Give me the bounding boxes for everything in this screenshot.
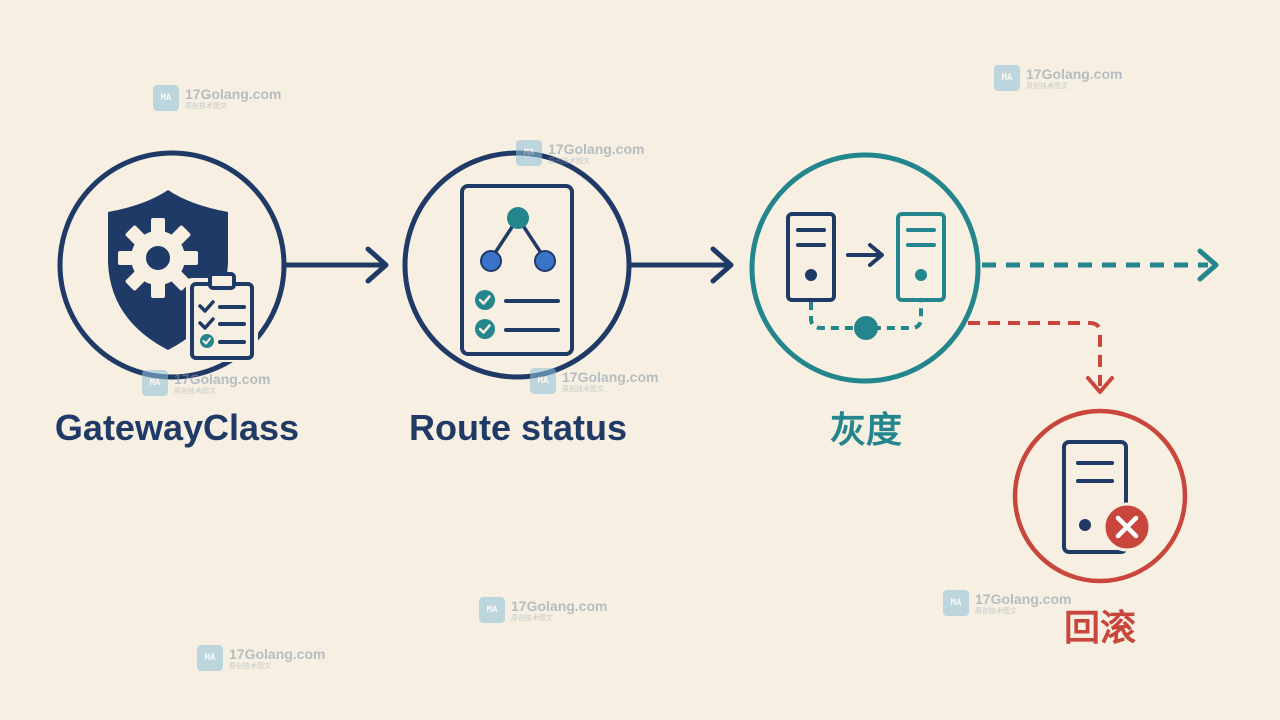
arrow-head-4 <box>1086 376 1114 394</box>
route-document-checklist-icon <box>460 184 574 356</box>
canary-label: 灰度 <box>829 409 903 450</box>
canary-node <box>749 152 981 384</box>
rollback-circle <box>1012 408 1188 584</box>
gatewayclass-node <box>57 150 287 380</box>
arrow-head-2 <box>710 246 734 284</box>
rollback-label: 回滚 <box>1063 607 1137 648</box>
server-error-icon <box>1062 440 1152 554</box>
canary-circle <box>749 152 981 384</box>
server-traffic-shift-icon <box>786 212 946 340</box>
arrow-head-1 <box>365 246 389 284</box>
shield-gear-clipboard-icon <box>108 190 258 362</box>
arrow-canary-to-rollback <box>968 321 1102 386</box>
arrow-head-3 <box>1197 248 1219 282</box>
gatewayclass-label: GatewayClass <box>54 407 300 448</box>
rollback-node <box>1012 408 1188 584</box>
route-status-label: Route status <box>408 407 628 448</box>
route-status-node <box>402 150 632 380</box>
